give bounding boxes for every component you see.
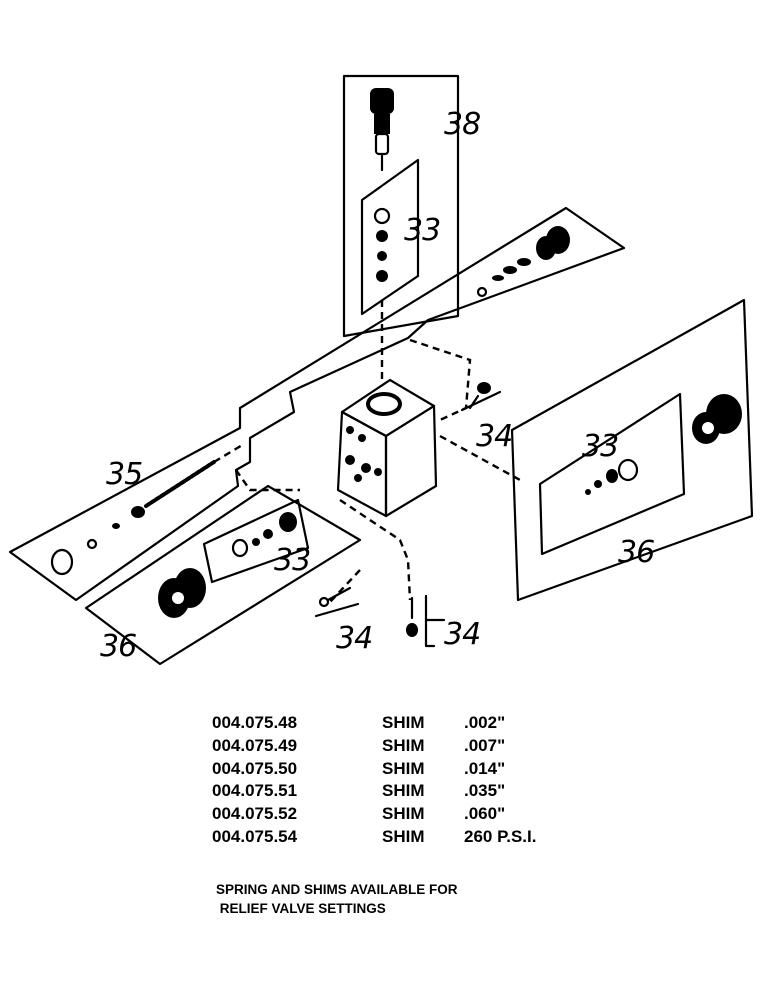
part-description: SHIM bbox=[382, 758, 425, 778]
relief-valve-note: SPRING AND SHIMS AVAILABLE FOR RELIEF VA… bbox=[216, 880, 458, 918]
parts-row: 004.075.50 SHIM .014" bbox=[212, 758, 632, 781]
fitting-34-lower-left bbox=[314, 586, 360, 618]
top-internals bbox=[373, 207, 391, 282]
part-description: SHIM bbox=[382, 735, 425, 755]
left-internals bbox=[231, 512, 297, 558]
part-description: SHIM bbox=[382, 804, 425, 824]
part-value: .014" bbox=[464, 758, 506, 778]
valve-manifold-block bbox=[235, 338, 472, 603]
callout-33-top: 33 bbox=[404, 213, 440, 248]
part-number: 004.075.51 bbox=[212, 781, 298, 801]
part-value: .002" bbox=[464, 713, 506, 732]
right-cartridge-icon bbox=[692, 394, 742, 444]
callout-38: 38 bbox=[444, 107, 480, 142]
callout-36-right: 36 bbox=[618, 535, 654, 570]
callout-33-right: 33 bbox=[582, 429, 618, 464]
callout-33-left: 33 bbox=[274, 543, 310, 578]
fitting-34-upper bbox=[460, 382, 502, 412]
part-number: 004.075.54 bbox=[212, 826, 298, 846]
part-number: 004.075.52 bbox=[212, 804, 298, 824]
callout-36-left: 36 bbox=[100, 629, 136, 664]
block-side-ports bbox=[345, 426, 382, 482]
part-number: 004.075.48 bbox=[212, 713, 298, 732]
parts-row: 004.075.51 SHIM .035" bbox=[212, 780, 632, 803]
callout-35: 35 bbox=[106, 457, 142, 492]
part-value: .007" bbox=[464, 735, 506, 755]
panel-38 bbox=[342, 74, 460, 384]
part-value: .060" bbox=[464, 804, 506, 824]
parts-row: 004.075.52 SHIM .060" bbox=[212, 803, 632, 826]
parts-list: 004.075.48 SHIM .002" 004.075.49 SHIM .0… bbox=[212, 712, 632, 849]
part-value: .035" bbox=[464, 781, 506, 801]
fitting-34-lower-right bbox=[406, 594, 446, 648]
part-value: 260 P.S.I. bbox=[464, 826, 537, 846]
right-internals bbox=[585, 458, 639, 495]
parts-row: 004.075.54 SHIM 260 P.S.I. bbox=[212, 826, 632, 849]
panel-35 bbox=[8, 206, 626, 602]
note-line-1: SPRING AND SHIMS AVAILABLE FOR bbox=[216, 882, 458, 897]
panel-36-left bbox=[84, 484, 362, 666]
part-description: SHIM bbox=[382, 826, 425, 846]
exploded-valve-diagram: 38 33 34 35 33 36 33 36 34 34 bbox=[8, 74, 754, 666]
part-number: 004.075.50 bbox=[212, 758, 298, 778]
parts-row: 004.075.49 SHIM .007" bbox=[212, 735, 632, 758]
part-number: 004.075.49 bbox=[212, 735, 298, 755]
callout-34-upper: 34 bbox=[476, 419, 512, 454]
panel-36-right bbox=[439, 298, 754, 602]
part-description: SHIM bbox=[382, 781, 425, 801]
band-right-parts bbox=[476, 226, 570, 298]
note-line-2: RELIEF VALVE SETTINGS bbox=[216, 901, 386, 916]
top-plug-icon bbox=[370, 88, 394, 172]
parts-row: 004.075.48 SHIM .002" bbox=[212, 712, 632, 735]
left-cartridge-icon bbox=[158, 568, 206, 618]
callout-34-lower-right: 34 bbox=[444, 617, 480, 652]
part-description: SHIM bbox=[382, 713, 425, 732]
callout-34-lower-left: 34 bbox=[336, 621, 372, 656]
band-left-parts bbox=[50, 442, 245, 576]
